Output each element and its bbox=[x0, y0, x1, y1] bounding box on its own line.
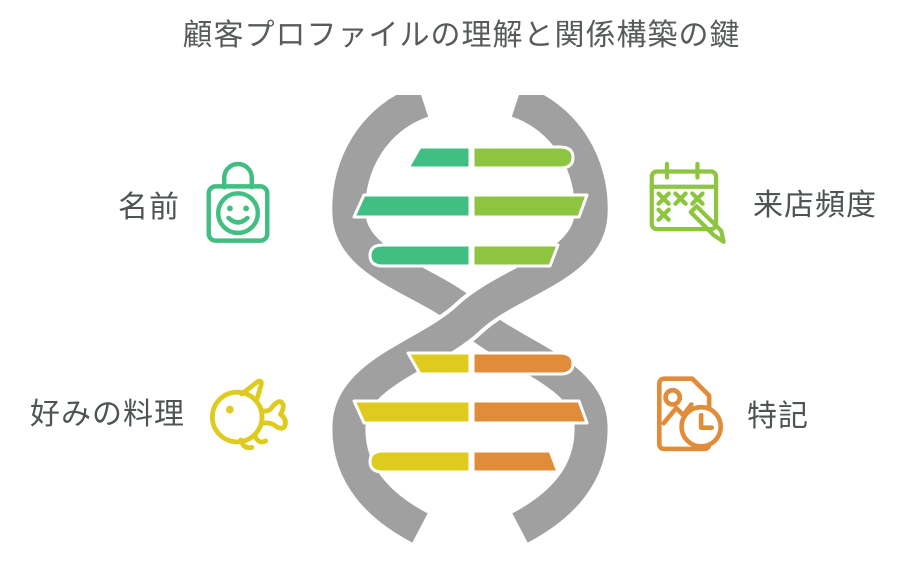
item-special-notes: 特記 bbox=[645, 368, 809, 457]
helix-rung bbox=[471, 145, 575, 170]
helix-rung bbox=[471, 449, 560, 474]
item-visit-frequency: 来店頻度 bbox=[645, 158, 877, 246]
helix-rung bbox=[352, 193, 472, 219]
fish-icon bbox=[205, 371, 297, 452]
helix-rung bbox=[471, 193, 589, 219]
calendar-pencil-icon bbox=[645, 158, 733, 246]
helix-rung bbox=[406, 351, 472, 376]
dna-helix-graphic bbox=[328, 95, 612, 547]
helix-rung bbox=[368, 449, 472, 474]
item-special-notes-label: 特記 bbox=[747, 399, 809, 433]
helix-rung bbox=[368, 243, 472, 268]
document-clock-icon bbox=[645, 368, 727, 457]
item-favorite-food-label: 好みの料理 bbox=[30, 398, 185, 431]
bag-smile-icon bbox=[200, 158, 276, 251]
helix-strand bbox=[332, 95, 608, 543]
page-title: 顧客プロファイルの理解と関係構築の鍵 bbox=[182, 19, 741, 52]
item-name-label: 名前 bbox=[118, 191, 180, 224]
helix-rung bbox=[406, 145, 472, 170]
helix-rung bbox=[471, 351, 575, 376]
helix-rung bbox=[471, 399, 589, 425]
helix-rung bbox=[471, 243, 560, 268]
helix-rung bbox=[352, 399, 472, 425]
item-favorite-food: 好みの料理 bbox=[30, 370, 297, 452]
item-visit-frequency-label: 来店頻度 bbox=[753, 189, 877, 222]
item-name: 名前 bbox=[118, 152, 276, 256]
